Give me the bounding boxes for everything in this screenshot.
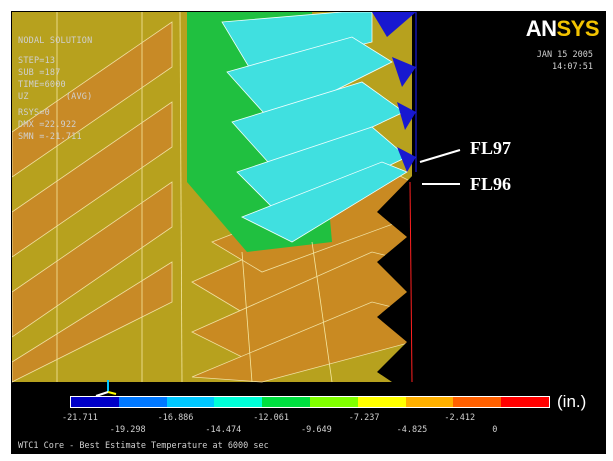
ansys-logo: ANSYS (525, 16, 600, 42)
legend-color-segment (405, 397, 454, 407)
legend-tick-label: 0 (492, 425, 498, 435)
legend-color-segment (118, 397, 167, 407)
fl97-label: FL97 (470, 138, 512, 158)
logo-an: AN (525, 16, 557, 41)
info-line: STEP=13 (18, 56, 56, 66)
legend-color-segment (357, 397, 406, 407)
left-floor-slabs (12, 21, 173, 383)
legend-tick-label: -19.298 (109, 425, 146, 435)
legend-colorbar (70, 396, 550, 408)
legend-tick-label: -7.237 (348, 413, 380, 423)
core-cyan-floors (221, 12, 408, 243)
legend-tick-label: -16.886 (157, 413, 194, 423)
fl97-pointer (419, 149, 461, 163)
legend-tick-label: -14.474 (205, 425, 242, 435)
info-line: SMN =-21.711 (18, 132, 82, 142)
legend-color-segment (71, 397, 119, 407)
legend-tick-label: -12.061 (253, 413, 290, 423)
legend-tick-label: -21.711 (62, 413, 98, 423)
legend-color-segment (214, 397, 263, 407)
void-region (372, 12, 605, 453)
contour-plot[interactable] (12, 12, 605, 453)
legend-units: (in.) (557, 392, 587, 411)
info-line: TIME=6000 (18, 80, 66, 90)
info-line: DMX =22.922 (18, 120, 77, 130)
legend-color-segment (166, 397, 215, 407)
legend-color-segment (309, 397, 358, 407)
legend-tick-label: -2.412 (444, 413, 476, 423)
logo-sys: SYS (556, 16, 599, 41)
legend-color-segment (501, 397, 549, 407)
info-line: UZ (AVG) (18, 92, 93, 102)
time-label: 14:07:51 (552, 62, 593, 72)
red-edge-line (409, 181, 413, 383)
legend-tick-label: -4.825 (396, 425, 428, 435)
legend-color-segment (262, 397, 310, 407)
axis-triad (95, 380, 117, 397)
ansys-graphics-window[interactable]: NODAL SOLUTION STEP=13 SUB =187 TIME=600… (11, 11, 606, 454)
date-label: JAN 15 2005 (536, 50, 593, 60)
core-blue-tips (372, 12, 416, 172)
info-line: RSYS=0 (18, 108, 50, 118)
legend-tick-label: -9.649 (301, 425, 332, 435)
info-line: SUB =187 (18, 68, 61, 78)
column-lines (56, 12, 333, 383)
legend-color-segment (453, 397, 502, 407)
fl96-label: FL96 (470, 174, 512, 194)
plot-caption: WTC1 Core - Best Estimate Temperature at… (18, 441, 269, 451)
info-line: NODAL SOLUTION (18, 36, 93, 46)
